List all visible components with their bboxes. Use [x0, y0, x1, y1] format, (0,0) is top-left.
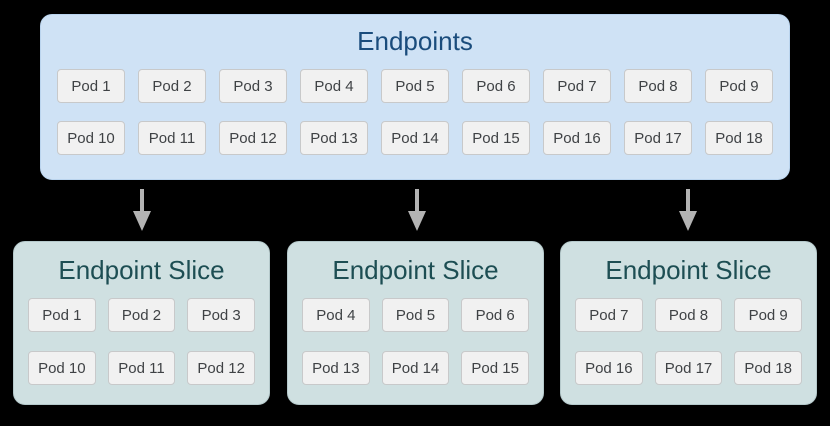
arrow-stem [686, 189, 690, 211]
pod-chip: Pod 12 [219, 121, 287, 155]
pod-chip: Pod 16 [575, 351, 643, 385]
pod-chip: Pod 4 [302, 298, 370, 332]
arrow-head [133, 211, 151, 231]
pod-chip: Pod 9 [705, 69, 773, 103]
arrow-head [408, 211, 426, 231]
endpoint-slice-title: Endpoint Slice [332, 255, 499, 285]
pod-chip: Pod 7 [575, 298, 643, 332]
down-arrow-icon [679, 189, 697, 231]
pod-chip: Pod 14 [381, 121, 449, 155]
pod-chip: Pod 7 [543, 69, 611, 103]
pod-chip: Pod 1 [57, 69, 125, 103]
pod-chip: Pod 2 [138, 69, 206, 103]
pod-chip: Pod 13 [302, 351, 370, 385]
endpoints-pod-row-2: Pod 10 Pod 11 Pod 12 Pod 13 Pod 14 Pod 15 Pod … [57, 121, 773, 155]
pod-chip: Pod 18 [734, 351, 803, 385]
pod-chip: Pod 5 [381, 69, 449, 103]
pod-chip: Pod 10 [57, 121, 125, 155]
pod-chip: Pod 15 [462, 121, 530, 155]
slice-3-pod-row-1: Pod 7 Pod 8 Pod 9 [575, 298, 803, 332]
pod-chip: Pod 3 [219, 69, 287, 103]
arrow-stem [415, 189, 419, 211]
pod-chip: Pod 18 [705, 121, 773, 155]
slice-2-pod-row-1: Pod 4 Pod 5 Pod 6 [302, 298, 530, 332]
pod-chip: Pod 11 [138, 121, 206, 155]
pod-chip: Pod 4 [300, 69, 368, 103]
pod-chip: Pod 3 [187, 298, 256, 332]
endpoints-pod-row-1: Pod 1 Pod 2 Pod 3 Pod 4 Pod 5 Pod 6 Pod 7 Pod 8… [57, 69, 773, 103]
endpoint-slice-title: Endpoint Slice [58, 255, 225, 285]
slice-3-pod-row-2: Pod 16 Pod 17 Pod 18 [575, 351, 803, 385]
pod-chip: Pod 17 [624, 121, 692, 155]
pod-chip: Pod 6 [462, 69, 530, 103]
pod-chip: Pod 10 [28, 351, 96, 385]
endpoints-title: Endpoints [357, 26, 473, 56]
pod-chip: Pod 14 [381, 351, 450, 385]
slice-1-pod-row-2: Pod 10 Pod 11 Pod 12 [28, 351, 256, 385]
slice-2-pod-row-2: Pod 13 Pod 14 Pod 15 [302, 351, 530, 385]
pod-chip: Pod 17 [654, 351, 723, 385]
endpoints-box: Endpoints Pod 1 Pod 2 Pod 3 Pod 4 Pod 5 Pod 6… [40, 14, 790, 180]
arrow-head [679, 211, 697, 231]
down-arrow-icon [133, 189, 151, 231]
pod-chip: Pod 5 [381, 298, 450, 332]
pod-chip: Pod 9 [734, 298, 803, 332]
pod-chip: Pod 8 [654, 298, 723, 332]
pod-chip: Pod 1 [28, 298, 96, 332]
endpoint-slice-title: Endpoint Slice [605, 255, 772, 285]
pod-chip: Pod 15 [461, 351, 530, 385]
pod-chip: Pod 16 [543, 121, 611, 155]
pod-chip: Pod 8 [624, 69, 692, 103]
arrow-stem [140, 189, 144, 211]
pod-chip: Pod 6 [461, 298, 530, 332]
down-arrow-icon [408, 189, 426, 231]
slice-1-pod-row-1: Pod 1 Pod 2 Pod 3 [28, 298, 256, 332]
pod-chip: Pod 11 [107, 351, 176, 385]
pod-chip: Pod 12 [187, 351, 256, 385]
pod-chip: Pod 2 [107, 298, 176, 332]
pod-chip: Pod 13 [300, 121, 368, 155]
